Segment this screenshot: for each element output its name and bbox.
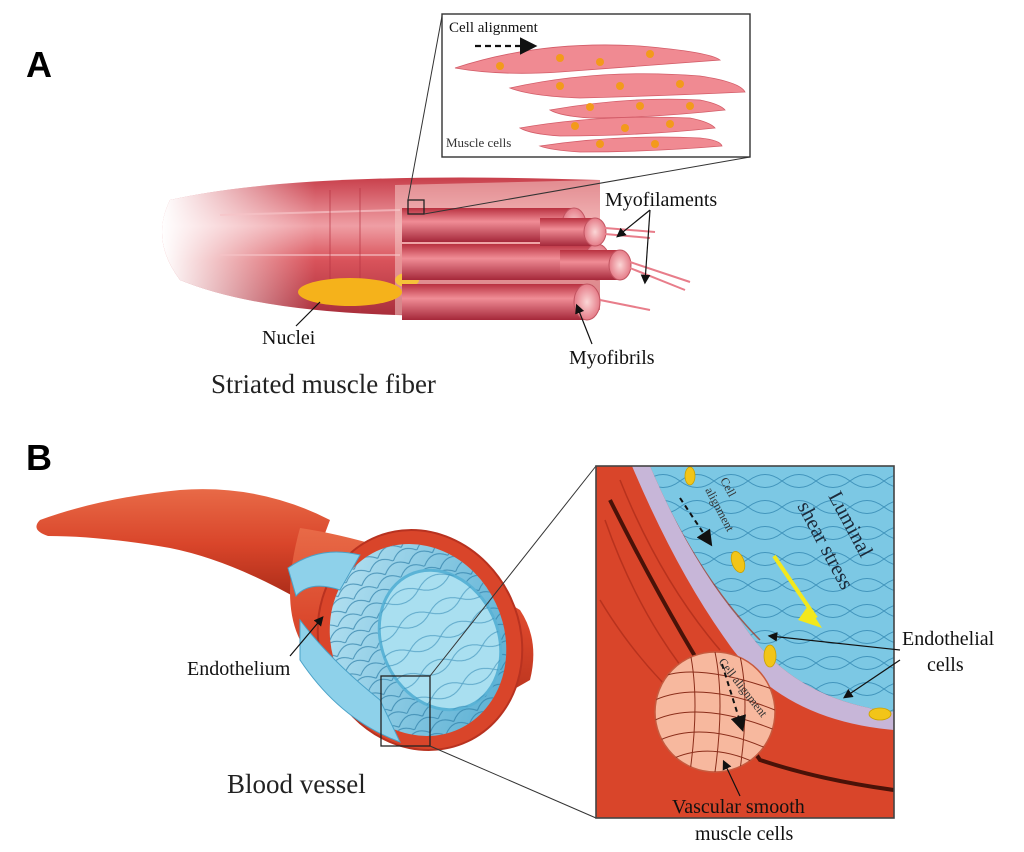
label-myofilaments: Myofilaments (605, 189, 717, 211)
zoom-region-b (380, 675, 431, 747)
zoom-line-b-top (429, 465, 597, 677)
inset-a: Cell alignment Muscle cells (407, 13, 751, 215)
panel-a-letter: A (26, 44, 52, 85)
myofibril-bundle (402, 207, 632, 321)
label-myofibrils: Myofibrils (569, 347, 655, 369)
inset-a-cell-alignment-label: Cell alignment (449, 20, 539, 36)
cell-alignment-arrow-membrane (679, 497, 713, 547)
cell-alignment-arrow-circle (721, 663, 747, 732)
label-endothelial-cells-line2: cells (927, 654, 964, 676)
nuclei-pointer (295, 301, 321, 327)
myofilaments-pointer-2 (640, 209, 651, 285)
endothelial-pointer-2 (843, 659, 901, 699)
endothelial-pointer-1 (767, 631, 901, 651)
myofibrils-pointer (575, 303, 593, 345)
panel-b-title: Blood vessel (227, 769, 366, 799)
inset-a-muscle-cells-label: Muscle cells (446, 135, 511, 150)
label-endothelium: Endothelium (187, 658, 291, 680)
panel-b-letter: B (26, 437, 52, 478)
label-vsmc-line2: muscle cells (695, 823, 794, 845)
vsmc-pointer (722, 759, 741, 797)
myofilament-strands (599, 227, 691, 311)
muscle-cell-nuclei (496, 50, 694, 148)
nucleus-shape (298, 278, 402, 306)
muscle-fiber-illustration (162, 177, 691, 321)
endothelium-pointer (289, 616, 324, 657)
label-endothelial-cells-line1: Endothelial (902, 628, 995, 650)
zoom-region-a (407, 199, 425, 215)
inset-b: Cell alignment Cell alignment Luminal sh… (595, 465, 895, 819)
zoom-line-b-bottom (429, 745, 597, 819)
myofilaments-pointer-1 (616, 209, 651, 238)
blood-vessel-illustration (36, 489, 534, 751)
endothelial-nuclei (684, 466, 892, 721)
panel-a-title: Striated muscle fiber (211, 369, 436, 399)
label-vsmc-line1: Vascular smooth (672, 796, 805, 818)
label-nuclei: Nuclei (262, 327, 316, 349)
